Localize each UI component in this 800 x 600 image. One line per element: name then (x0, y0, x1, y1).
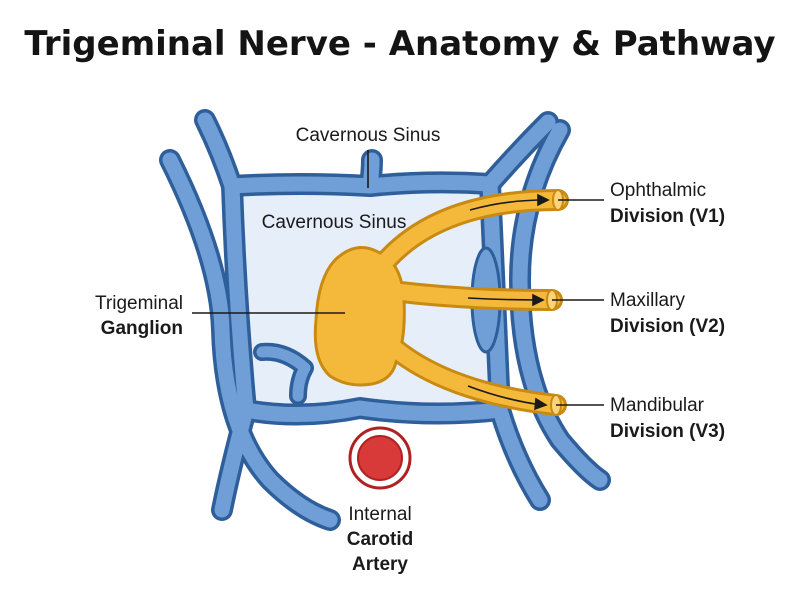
label-internal: Internal (348, 504, 411, 525)
label-division-v3: Division (V3) (610, 421, 725, 442)
label-maxillary: Maxillary (610, 290, 685, 311)
label-cavernous-sinus-top: Cavernous Sinus (296, 125, 441, 146)
label-carotid: Carotid (347, 529, 414, 550)
label-trigeminal: Trigeminal (95, 293, 183, 314)
label-artery: Artery (352, 554, 408, 575)
label-cavernous-sinus-inner: Cavernous Sinus (262, 212, 407, 233)
leader-lines (192, 150, 604, 406)
label-mandibular: Mandibular (610, 395, 705, 416)
label-division-v2: Division (V2) (610, 316, 725, 337)
direction-arrows (467, 193, 550, 411)
internal-carotid-artery (348, 426, 412, 490)
label-ganglion: Ganglion (101, 318, 183, 339)
diagram-title: Trigeminal Nerve - Anatomy & Pathway (24, 24, 775, 64)
sinus-vessel-walls (162, 112, 608, 528)
label-division-v1: Division (V1) (610, 206, 725, 227)
label-ophthalmic: Ophthalmic (610, 180, 706, 201)
trigeminal-ganglion (313, 246, 406, 387)
